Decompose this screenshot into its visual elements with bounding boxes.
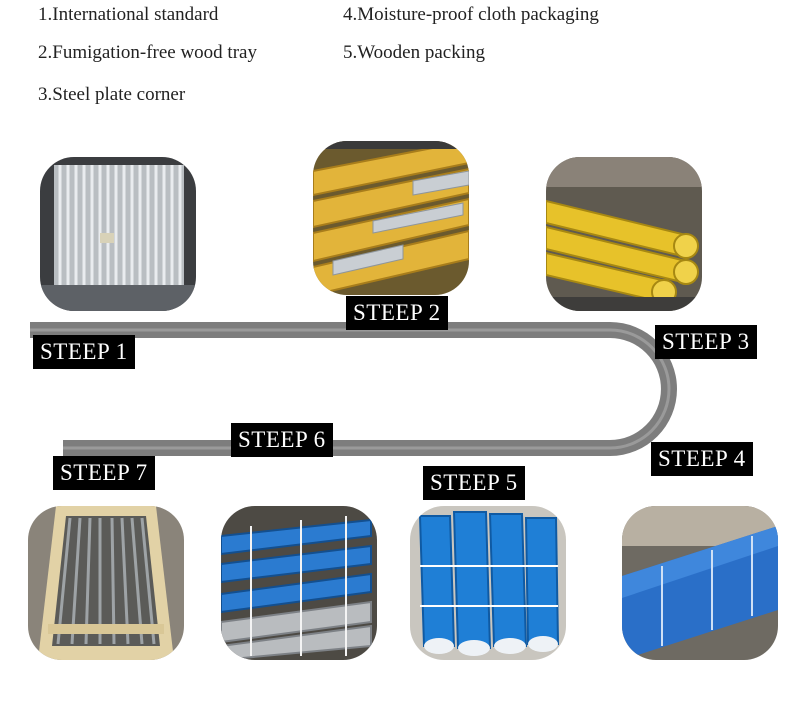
- step-6-label: STEEP 6: [231, 423, 333, 457]
- blue-wrapped-bundles-image: [410, 506, 566, 660]
- wooden-crate-bars-photo: [28, 506, 184, 660]
- step-1-label: STEEP 1: [33, 335, 135, 369]
- blue-strapped-bundles-photo: [221, 506, 377, 660]
- bare-steel-bars-image: [40, 157, 196, 311]
- blue-cloth-bundle-image: [622, 506, 778, 660]
- step-4-label: STEEP 4: [651, 442, 753, 476]
- blue-cloth-bundle-photo: [622, 506, 778, 660]
- note-fumigation-free-wood-tray: 2.Fumigation-free wood tray: [38, 42, 257, 63]
- note-international-standard: 1.International standard: [38, 4, 219, 25]
- yellow-cloth-bundles-image: [546, 157, 702, 311]
- yellow-cloth-bundles-photo: [546, 157, 702, 311]
- blue-strapped-bundles-image: [221, 506, 377, 660]
- step-3-label: STEEP 3: [655, 325, 757, 359]
- process-path-highlight: [30, 328, 671, 450]
- note-wooden-packing: 5.Wooden packing: [343, 42, 485, 63]
- step-7-label: STEEP 7: [53, 456, 155, 490]
- yellow-wrapped-bars-photo: [313, 141, 469, 295]
- yellow-wrapped-bars-image: [313, 141, 469, 295]
- wooden-crate-bars-image: [28, 506, 184, 660]
- note-steel-plate-corner: 3.Steel plate corner: [38, 84, 186, 105]
- step-5-label: STEEP 5: [423, 466, 525, 500]
- note-moisture-proof-cloth: 4.Moisture-proof cloth packaging: [343, 4, 599, 25]
- blue-wrapped-bundles-photo: [410, 506, 566, 660]
- step-2-label: STEEP 2: [346, 296, 448, 330]
- bare-steel-bars-photo: [40, 157, 196, 311]
